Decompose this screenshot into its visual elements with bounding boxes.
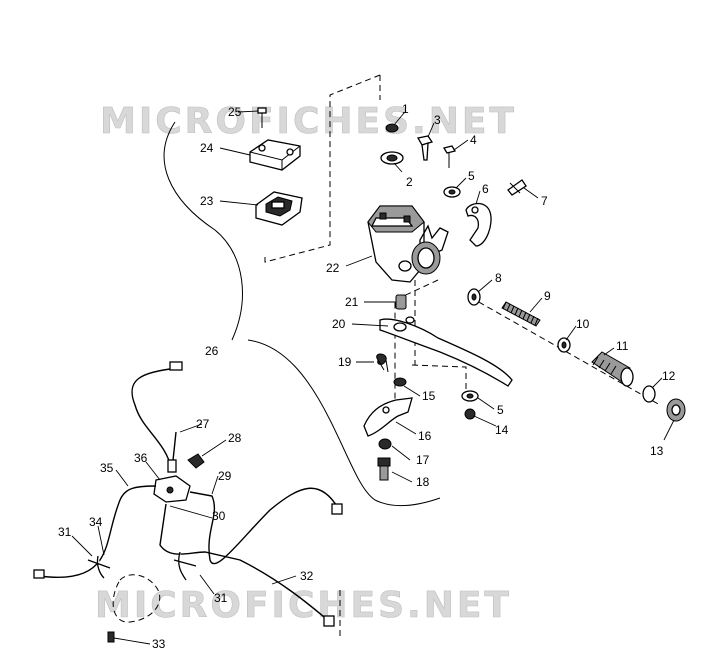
watermark-bottom: MICROFICHES.NET xyxy=(95,585,512,626)
callout-10: 10 xyxy=(576,317,590,331)
callout-23: 23 xyxy=(200,194,214,208)
part-6-clamp xyxy=(465,202,492,247)
callout-5-top: 5 xyxy=(468,169,475,183)
hose-30 xyxy=(159,503,335,627)
part-2-boot xyxy=(380,151,404,165)
part-1-cap xyxy=(385,123,399,133)
callout-22: 22 xyxy=(326,261,340,275)
callout-1: 1 xyxy=(402,102,409,116)
callout-30: 30 xyxy=(212,509,226,523)
watermark-top: MICROFICHES.NET xyxy=(100,101,517,142)
part-14-nut xyxy=(464,408,476,420)
part-5-washer-top xyxy=(443,186,461,198)
part-8-seal xyxy=(467,288,481,306)
part-5-washer-lower xyxy=(461,390,479,402)
hose-35-34 xyxy=(33,485,157,579)
callout-2: 2 xyxy=(406,175,413,189)
callout-27: 27 xyxy=(196,417,210,431)
callout-36: 36 xyxy=(134,451,148,465)
part-7-screw xyxy=(507,179,527,196)
callout-13: 13 xyxy=(650,444,664,458)
guide-line-reservoir xyxy=(264,74,381,263)
part-17-nut xyxy=(378,438,392,450)
part-16-mount-plate xyxy=(363,397,413,437)
part-10-washer xyxy=(557,337,571,353)
hose-27-28 xyxy=(131,361,183,473)
part-36-junction-block xyxy=(153,475,191,503)
callout-3: 3 xyxy=(434,113,441,127)
callout-31-left: 31 xyxy=(58,525,72,539)
callout-7: 7 xyxy=(541,194,548,208)
callout-16: 16 xyxy=(418,429,432,443)
part-23-diaphragm xyxy=(255,191,303,226)
part-24-reservoir-cover xyxy=(249,139,301,171)
callout-21: 21 xyxy=(345,295,359,309)
part-12-circlip xyxy=(642,385,656,403)
callout-8: 8 xyxy=(495,271,502,285)
part-18-bolt xyxy=(377,457,391,481)
part-3-pin xyxy=(416,135,434,161)
callout-6: 6 xyxy=(482,182,489,196)
callout-34: 34 xyxy=(89,515,103,529)
part-4-bolt xyxy=(442,145,457,168)
part-20-brake-lever xyxy=(379,316,513,387)
callout-14: 14 xyxy=(495,423,509,437)
part-11-piston xyxy=(591,351,634,387)
hose-29 xyxy=(189,487,343,565)
callout-18: 18 xyxy=(416,475,430,489)
part-28-bleeder xyxy=(187,453,205,469)
callout-25: 25 xyxy=(228,105,242,119)
part-31-clip-right xyxy=(173,551,197,581)
callout-5-lower: 5 xyxy=(497,403,504,417)
callout-9: 9 xyxy=(544,289,551,303)
part-22-master-cylinder xyxy=(367,205,449,283)
brake-line-26 xyxy=(163,121,441,507)
part-15-washer xyxy=(393,377,407,387)
callout-17: 17 xyxy=(416,453,430,467)
callout-35: 35 xyxy=(100,461,114,475)
callout-33: 33 xyxy=(152,637,166,651)
leader-lines xyxy=(71,110,675,645)
callout-28: 28 xyxy=(228,431,242,445)
guide-line-mount xyxy=(394,279,439,405)
guide-line-cylinder xyxy=(469,296,661,406)
part-25-screw xyxy=(257,107,267,128)
callout-32: 32 xyxy=(300,569,314,583)
callout-4: 4 xyxy=(470,133,477,147)
part-9-spring xyxy=(501,301,541,327)
part-21-bushing xyxy=(395,294,407,310)
part-31-clip-left xyxy=(87,555,111,579)
callout-26: 26 xyxy=(205,344,219,358)
callout-24: 24 xyxy=(200,141,214,155)
callout-29: 29 xyxy=(218,469,232,483)
callout-31-right: 31 xyxy=(214,591,228,605)
callout-20: 20 xyxy=(332,317,346,331)
part-19-torsion-spring xyxy=(376,353,389,373)
guide-line-lever xyxy=(411,364,467,392)
callout-15: 15 xyxy=(422,389,436,403)
callout-19: 19 xyxy=(338,355,352,369)
callout-11: 11 xyxy=(616,339,629,353)
callout-12: 12 xyxy=(662,369,676,383)
part-33-screw xyxy=(107,574,161,643)
part-13-dust-cap xyxy=(666,398,686,422)
